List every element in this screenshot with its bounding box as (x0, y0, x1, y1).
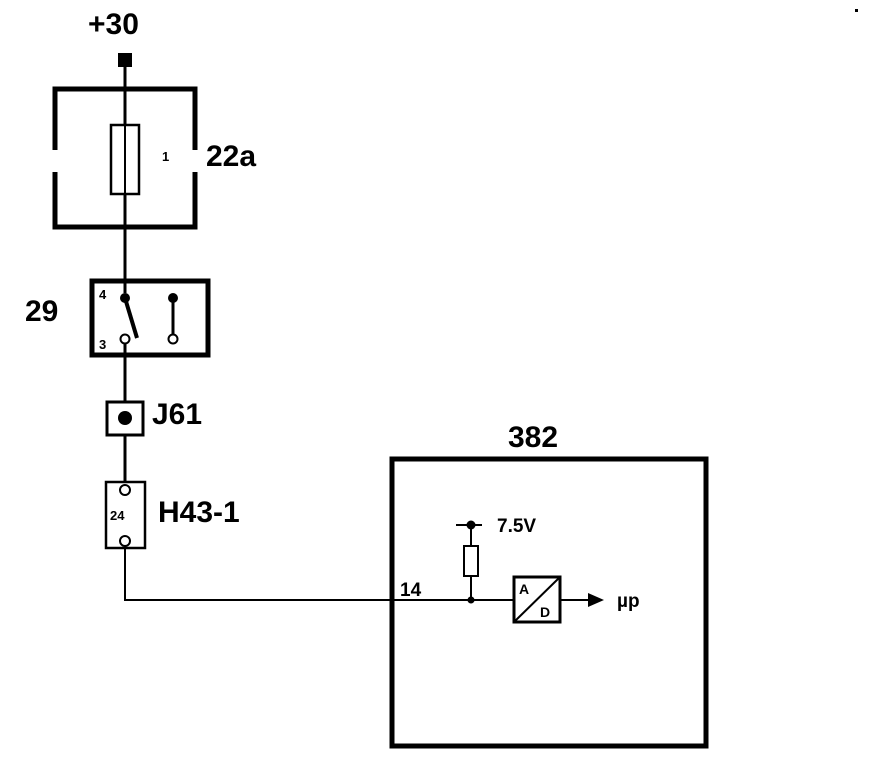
connector-j61: J61 (105, 398, 202, 437)
fuse-box-outline-bottom (52, 172, 198, 230)
ecu-label: 382 (508, 421, 558, 454)
switch-lever (123, 297, 139, 339)
switch-pin-top-label: 4 (99, 287, 107, 302)
connector-h43-1: 24 H43-1 (104, 480, 240, 550)
j61-pin (118, 411, 132, 425)
adc-diagonal (513, 576, 561, 623)
control-unit-382: 382 14 7.5V A D µp (389, 421, 709, 749)
ecu-input-pin-label: 14 (400, 580, 422, 601)
switch-contact-bottom-right (167, 333, 179, 345)
supply-terminal-square (118, 53, 132, 67)
fuse-label: 22a (206, 140, 256, 173)
switch-contact-bottom-left (119, 333, 131, 345)
supply-terminal: +30 (88, 8, 139, 67)
pullup-resistor (463, 545, 479, 577)
switch-label: 29 (25, 295, 58, 328)
j61-label: J61 (152, 398, 202, 431)
output-arrow-icon (588, 593, 604, 607)
fuse-box: 1 22a (52, 86, 256, 230)
h43-pin-label: 24 (110, 508, 125, 523)
ecu-box (389, 456, 709, 749)
pullup-voltage-label: 7.5V (497, 516, 536, 537)
switch-box (89, 278, 211, 358)
wire-h43-to-ecu (124, 546, 471, 601)
ecu-output-label: µp (617, 591, 640, 612)
h43-label: H43-1 (158, 496, 240, 529)
switch-29: 29 4 3 (25, 278, 211, 358)
h43-pin-bottom (119, 535, 131, 547)
switch-pin-bottom-label: 3 (99, 337, 106, 352)
adc-label-a: A (519, 581, 529, 597)
h43-pin-top (119, 484, 131, 496)
adc-label-d: D (540, 604, 550, 620)
fuse-box-outline-top (52, 86, 198, 150)
supply-label: +30 (88, 8, 139, 41)
stray-dot (855, 9, 858, 12)
fuse-pin-label: 1 (162, 149, 169, 164)
